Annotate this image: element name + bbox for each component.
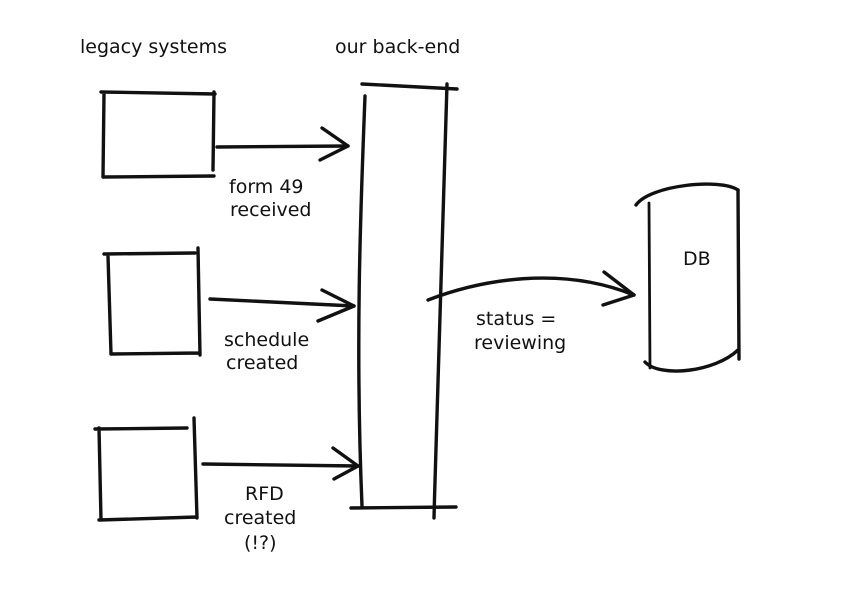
label-status-reviewing: reviewing [474,332,566,354]
backend-heading: our back-end [335,36,460,58]
label-status: status = [476,308,556,330]
label-rfd-created: created [224,507,296,529]
label-rfd-exclaim: (!?) [244,532,277,554]
arrow-status-to-db [426,270,636,307]
label-schedule-created: created [226,352,298,374]
arrow-rfd [201,446,360,481]
legacy-system-box-1 [99,90,217,179]
legacy-system-box-3 [93,416,199,522]
legacy-system-box-2 [102,246,202,357]
legacy-systems-heading: legacy systems [80,36,227,58]
label-rfd: RFD [245,483,284,505]
label-form-49-received: received [230,199,312,221]
database-label: DB [683,248,711,270]
database-cylinder-icon [634,182,741,373]
backend-bar [349,82,459,520]
arrow-schedule [208,288,356,323]
label-form-49: form 49 [229,176,304,198]
label-schedule: schedule [224,329,309,351]
arrow-form-49 [215,126,350,162]
